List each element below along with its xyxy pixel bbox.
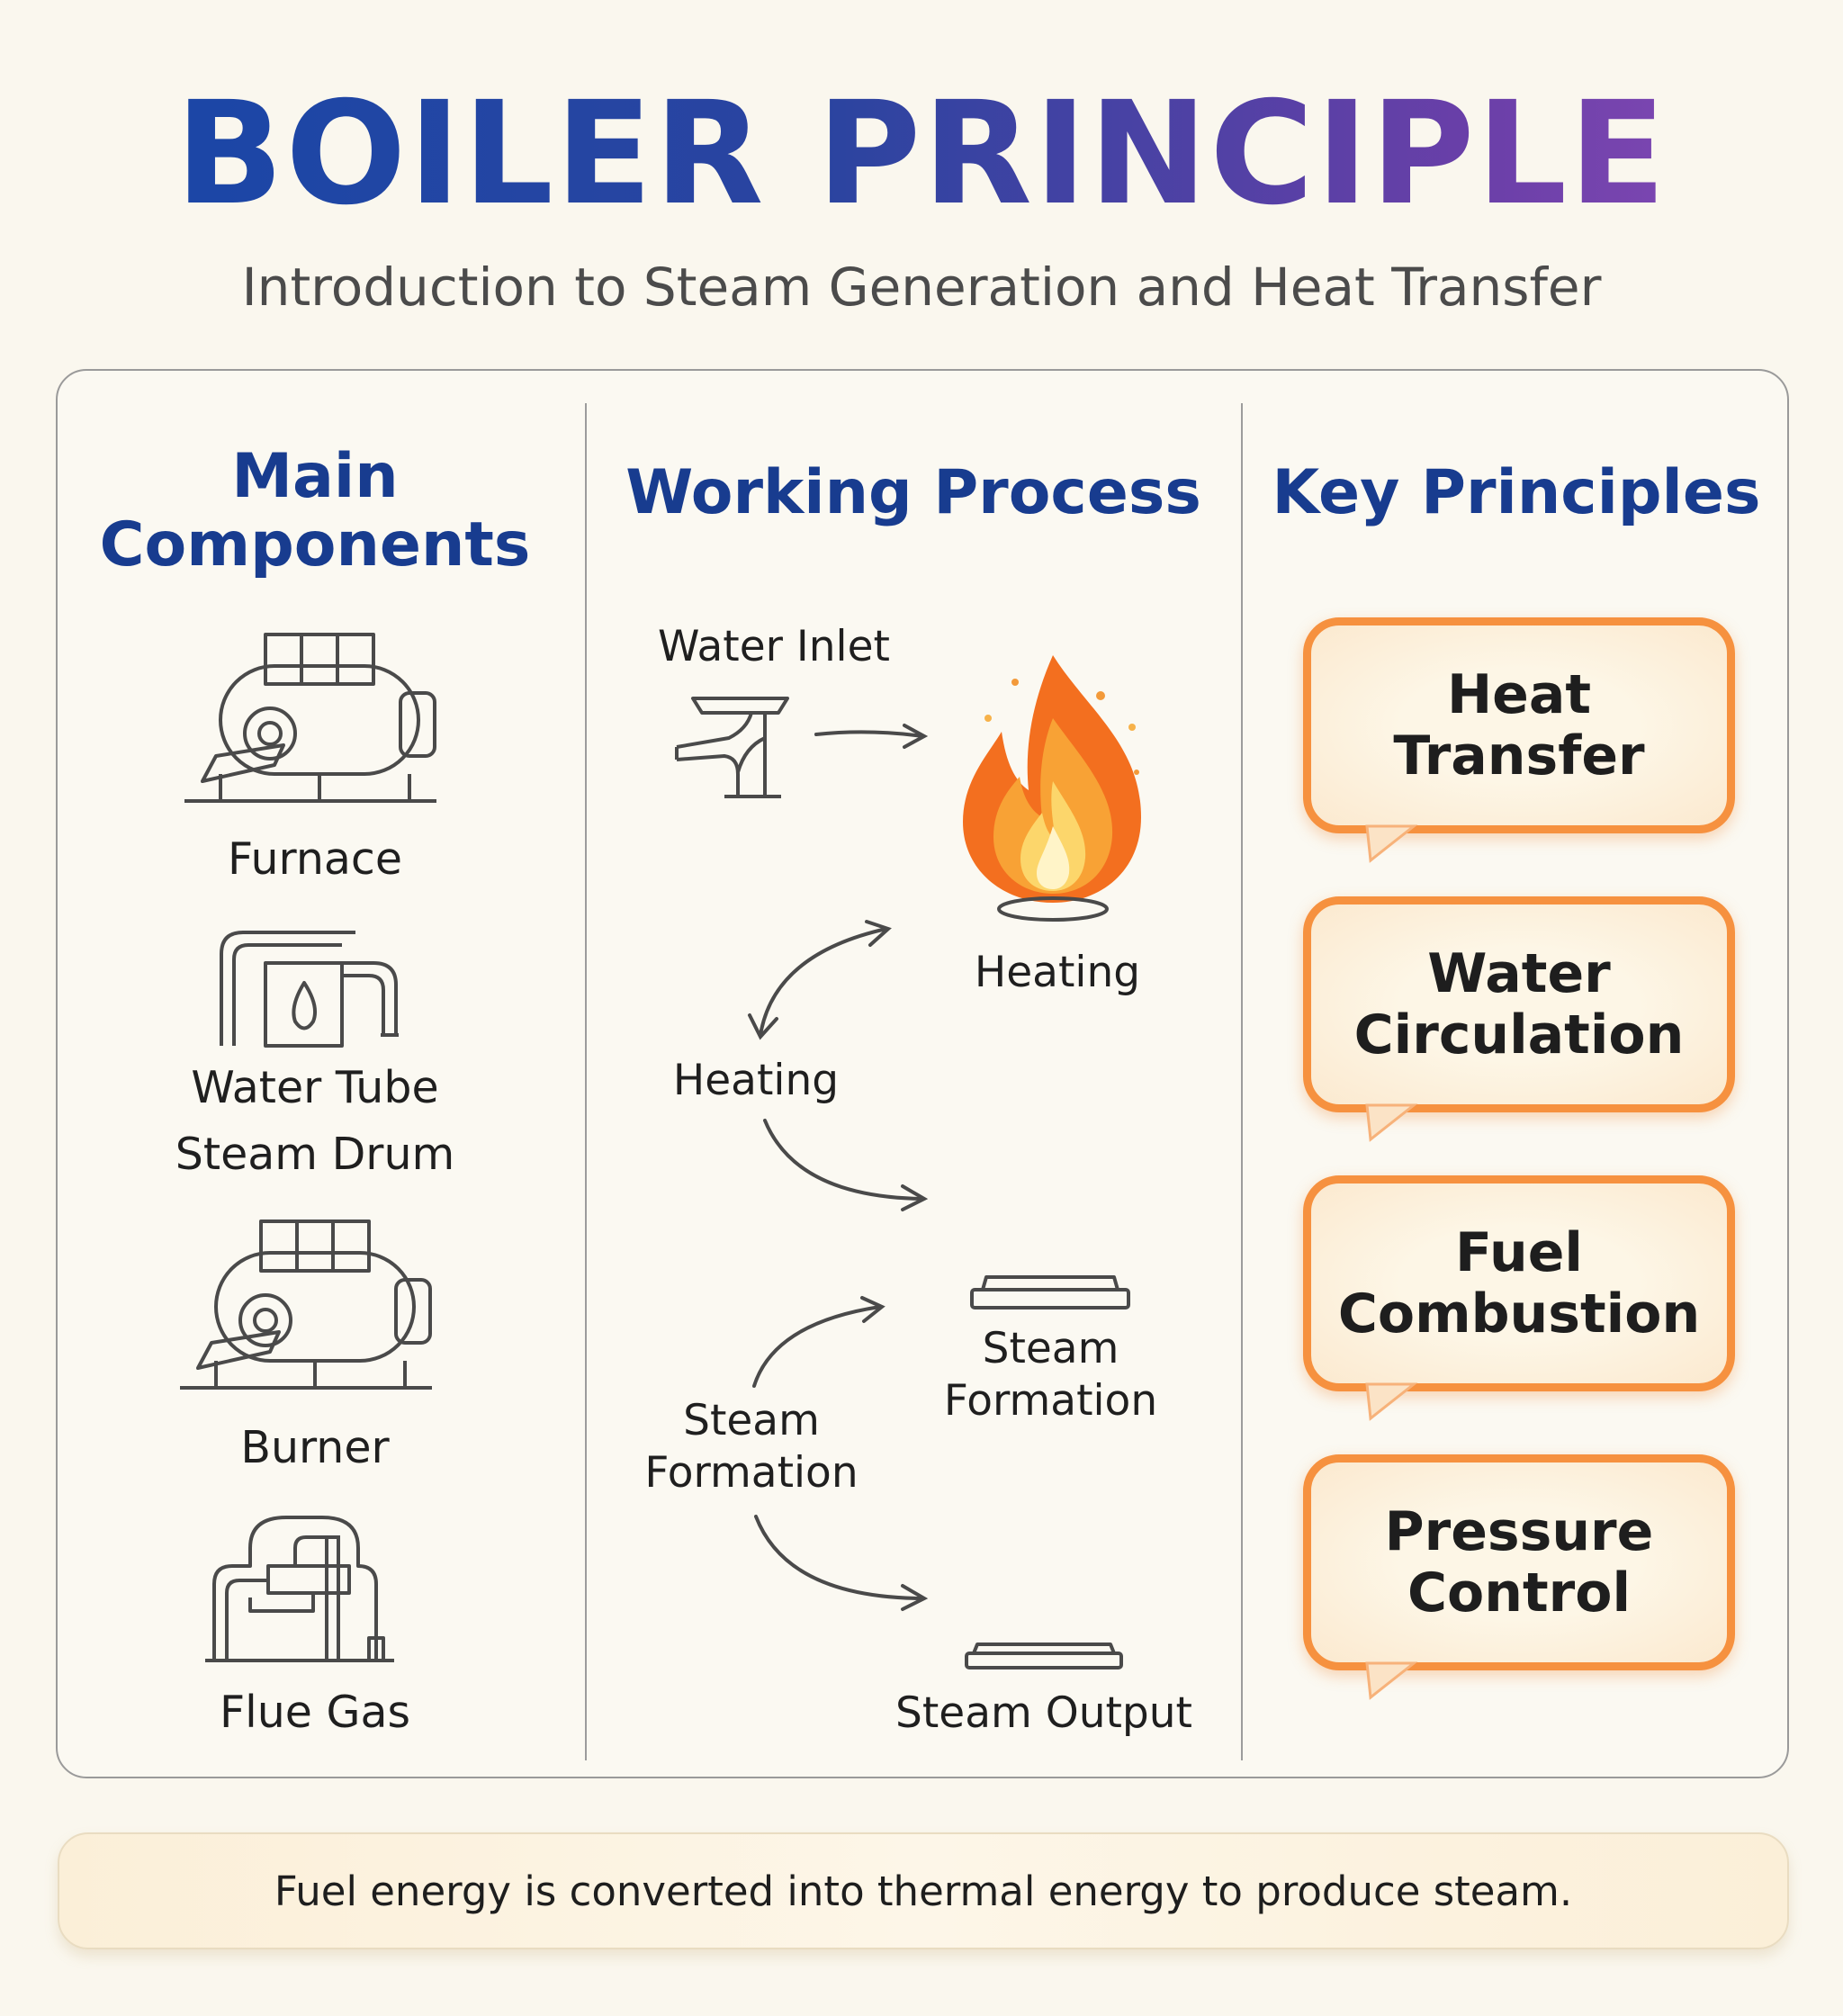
water-tube-icon	[220, 931, 399, 1048]
process-label-heating-right: Heating	[974, 948, 1141, 997]
component-label-water-tube: Water Tube	[191, 1062, 439, 1113]
process-label-water-inlet: Water Inlet	[658, 622, 890, 671]
faucet-icon	[675, 697, 789, 798]
component-label-burner: Burner	[240, 1422, 390, 1473]
principles-heading: Key Principles	[1272, 457, 1761, 528]
steam-plate-icon	[970, 1275, 1130, 1310]
page-subtitle: Introduction to Steam Generation and Hea…	[241, 256, 1602, 318]
boiler-icon	[184, 633, 436, 803]
footer-banner: Fuel energy is converted into thermal en…	[58, 1832, 1789, 1949]
components-heading: Main Components	[99, 441, 531, 580]
steam-plate-icon	[965, 1642, 1123, 1670]
process-heading: Working Process	[625, 457, 1201, 528]
speech-tail-icon	[1365, 824, 1418, 863]
column-divider-right	[1241, 403, 1243, 1760]
boiler-icon	[180, 1220, 432, 1390]
flue-pipe-icon	[205, 1516, 394, 1662]
process-label-steam-formation-right: Steam Formation	[943, 1324, 1158, 1426]
curved-arrow-icon	[752, 1296, 886, 1388]
flame-icon	[963, 655, 1141, 922]
footer-text: Fuel energy is converted into thermal en…	[274, 1867, 1573, 1915]
page-title: BOILER PRINCIPLE	[0, 83, 1843, 225]
curved-arrow-icon	[763, 1119, 929, 1211]
component-label-furnace: Furnace	[227, 833, 402, 885]
process-label-steam-formation-left: Steam Formation	[644, 1396, 859, 1498]
curved-arrow-icon	[754, 1515, 929, 1611]
speech-tail-icon	[1365, 1382, 1418, 1421]
curved-arrow-icon	[748, 920, 892, 1040]
arrow-right-icon	[814, 724, 929, 749]
component-label-flue-gas: Flue Gas	[219, 1687, 411, 1738]
process-label-steam-output: Steam Output	[895, 1688, 1192, 1738]
speech-tail-icon	[1365, 1661, 1418, 1700]
process-label-heating-left: Heating	[672, 1056, 840, 1105]
speech-tail-icon	[1365, 1103, 1418, 1142]
column-divider-left	[585, 403, 587, 1760]
component-label-steam-drum: Steam Drum	[175, 1129, 455, 1180]
